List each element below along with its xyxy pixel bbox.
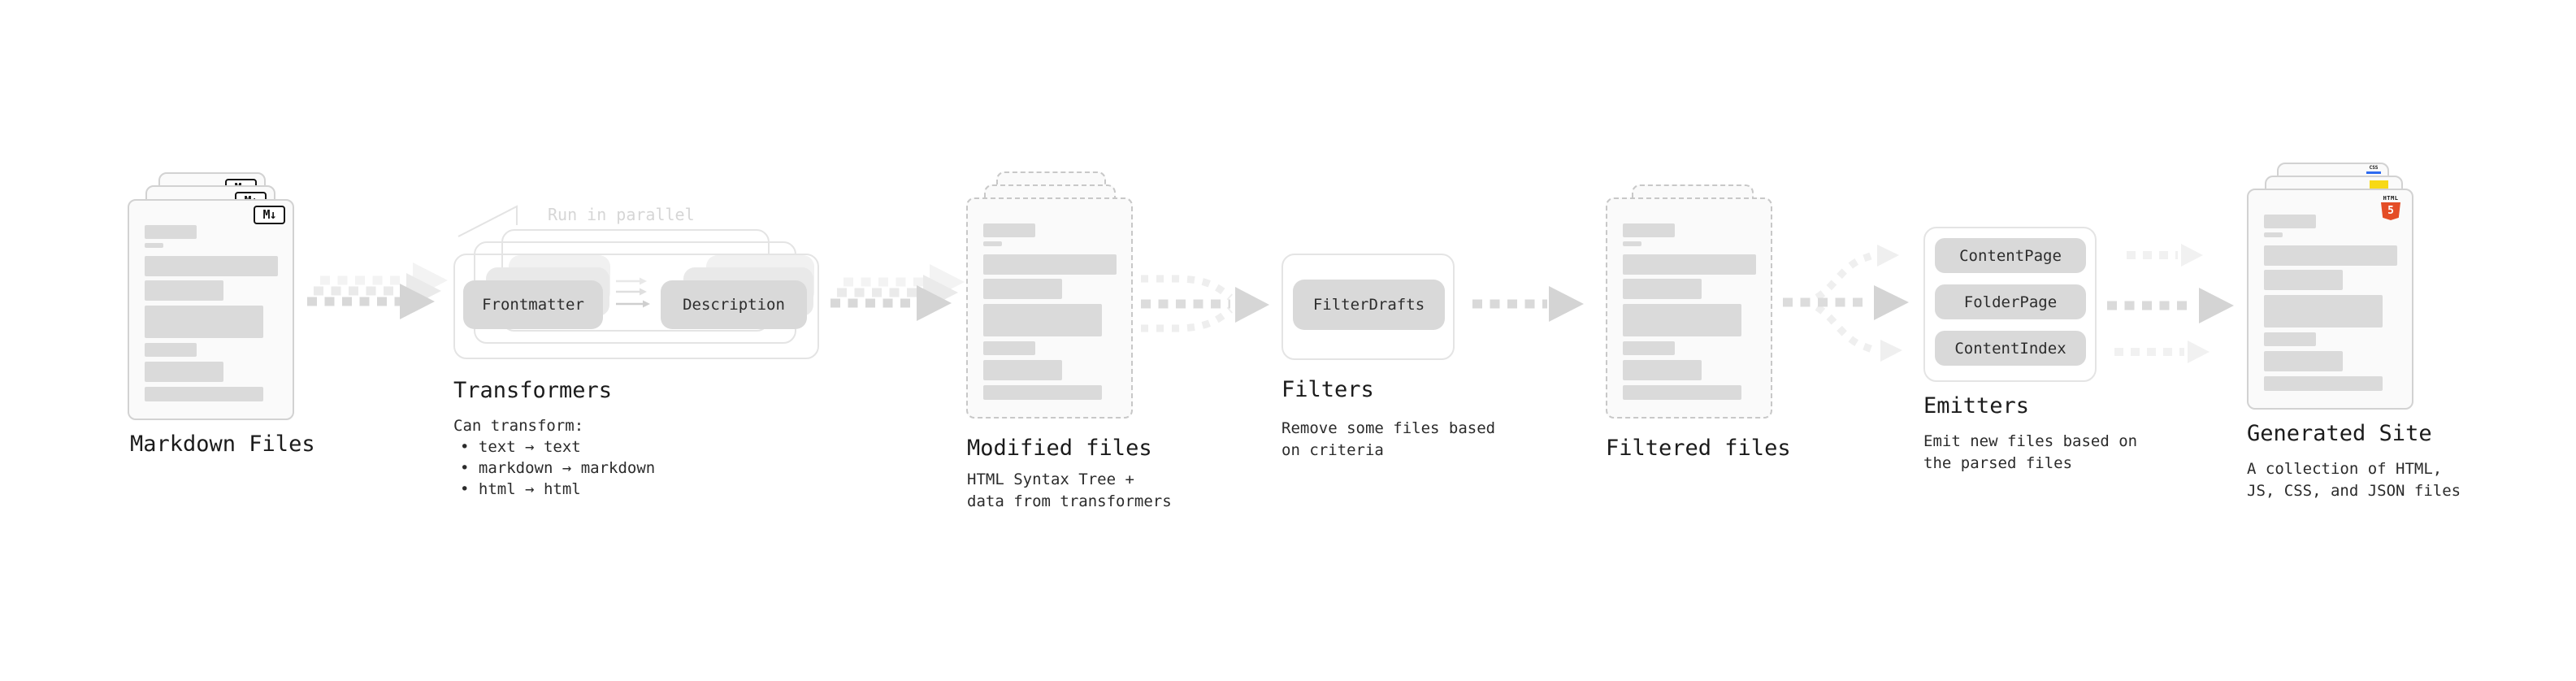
skeleton-line bbox=[145, 256, 278, 276]
skeleton-line bbox=[145, 362, 223, 382]
transformers-bullet: • html → html bbox=[460, 480, 581, 498]
skeleton-line bbox=[1623, 241, 1641, 246]
stage-label-transformers: Transformers bbox=[453, 378, 613, 403]
skeleton-line bbox=[983, 360, 1062, 380]
emitters-desc-line: Emit new files based on bbox=[1923, 432, 2138, 450]
skeleton-line bbox=[145, 280, 223, 301]
stage-label-emitters: Emitters bbox=[1923, 393, 2030, 419]
filters-desc-line: on criteria bbox=[1281, 441, 1384, 459]
transformers-bullet: • markdown → markdown bbox=[460, 459, 656, 477]
skeleton-line bbox=[2264, 215, 2316, 228]
skeleton-line bbox=[145, 243, 163, 248]
filters-frame bbox=[1281, 254, 1455, 360]
run-in-parallel-note: Run in parallel bbox=[548, 205, 695, 224]
skeleton-line bbox=[983, 341, 1035, 355]
document-card: M↓ bbox=[128, 199, 294, 420]
stage-label-filters: Filters bbox=[1281, 377, 1374, 402]
filters-desc-line: Remove some files based bbox=[1281, 419, 1496, 437]
javascript-icon bbox=[2370, 180, 2388, 189]
skeleton-line bbox=[145, 343, 197, 357]
skeleton-line bbox=[983, 223, 1035, 237]
skeleton-line bbox=[145, 225, 197, 239]
skeleton-line bbox=[983, 279, 1062, 299]
transformer-parallel-arrows bbox=[616, 277, 650, 308]
arrow-filters-to-filtered bbox=[1472, 286, 1584, 322]
emitter-box-contentpage: ContentPage bbox=[1935, 238, 2086, 273]
arrow-markdown-to-transformers bbox=[307, 262, 448, 319]
skeleton-line bbox=[2264, 332, 2316, 346]
transformer-box-description: Description bbox=[661, 280, 807, 329]
skeleton-line bbox=[2264, 245, 2397, 266]
skeleton-line bbox=[983, 241, 1002, 246]
skeleton-line bbox=[1623, 279, 1702, 299]
transformers-bullet: • text → text bbox=[460, 438, 581, 456]
arrow-modified-to-filters bbox=[1141, 275, 1269, 332]
arrow-transformers-to-modified bbox=[830, 264, 965, 321]
modified-desc-line: HTML Syntax Tree + bbox=[967, 471, 1134, 488]
skeleton-line bbox=[983, 385, 1102, 400]
markdown-icon: M↓ bbox=[254, 206, 285, 224]
skeleton-line bbox=[1623, 304, 1741, 336]
filter-box-filterdrafts: FilterDrafts bbox=[1293, 280, 1445, 330]
skeleton-line bbox=[2264, 351, 2343, 371]
arrow-emitters-to-generated bbox=[2107, 244, 2234, 363]
skeleton-line bbox=[983, 254, 1117, 275]
run-parallel-connector-line bbox=[458, 205, 518, 237]
document-card bbox=[1606, 197, 1772, 419]
skeleton-line bbox=[983, 304, 1102, 336]
emitter-box-folderpage: FolderPage bbox=[1935, 284, 2086, 319]
html5-icon: HTML 5 bbox=[2380, 196, 2401, 220]
modified-desc-line: data from transformers bbox=[967, 492, 1172, 510]
skeleton-line bbox=[2264, 232, 2283, 237]
stage-label-filtered-files: Filtered files bbox=[1606, 436, 1791, 461]
skeleton-line bbox=[1623, 385, 1741, 400]
generated-desc-line: JS, CSS, and JSON files bbox=[2247, 482, 2461, 500]
emitter-box-contentindex: ContentIndex bbox=[1935, 331, 2086, 366]
generated-desc-line: A collection of HTML, bbox=[2247, 460, 2443, 478]
arrow-filtered-to-emitters bbox=[1783, 245, 1909, 362]
emitters-frame bbox=[1923, 227, 2097, 382]
skeleton-line bbox=[2264, 376, 2383, 391]
stage-label-generated-site: Generated Site bbox=[2247, 421, 2432, 446]
skeleton-line bbox=[145, 306, 263, 338]
stage-label-modified-files: Modified files bbox=[967, 436, 1152, 461]
transformer-box-frontmatter: Frontmatter bbox=[463, 280, 603, 329]
skeleton-line bbox=[2264, 295, 2383, 327]
skeleton-line bbox=[1623, 223, 1675, 237]
skeleton-line bbox=[1623, 254, 1756, 275]
transformers-desc-title: Can transform: bbox=[453, 417, 584, 435]
stage-label-markdown-files: Markdown Files bbox=[130, 432, 315, 457]
css3-icon: CSS bbox=[2366, 166, 2381, 174]
skeleton-line bbox=[2264, 270, 2343, 290]
emitters-desc-line: the parsed files bbox=[1923, 454, 2073, 472]
document-card: HTML 5 bbox=[2247, 189, 2413, 410]
transformer-frame-front bbox=[453, 254, 819, 359]
skeleton-line bbox=[145, 387, 263, 401]
skeleton-line bbox=[1623, 360, 1702, 380]
skeleton-line bbox=[1623, 341, 1675, 355]
document-card bbox=[966, 197, 1133, 419]
